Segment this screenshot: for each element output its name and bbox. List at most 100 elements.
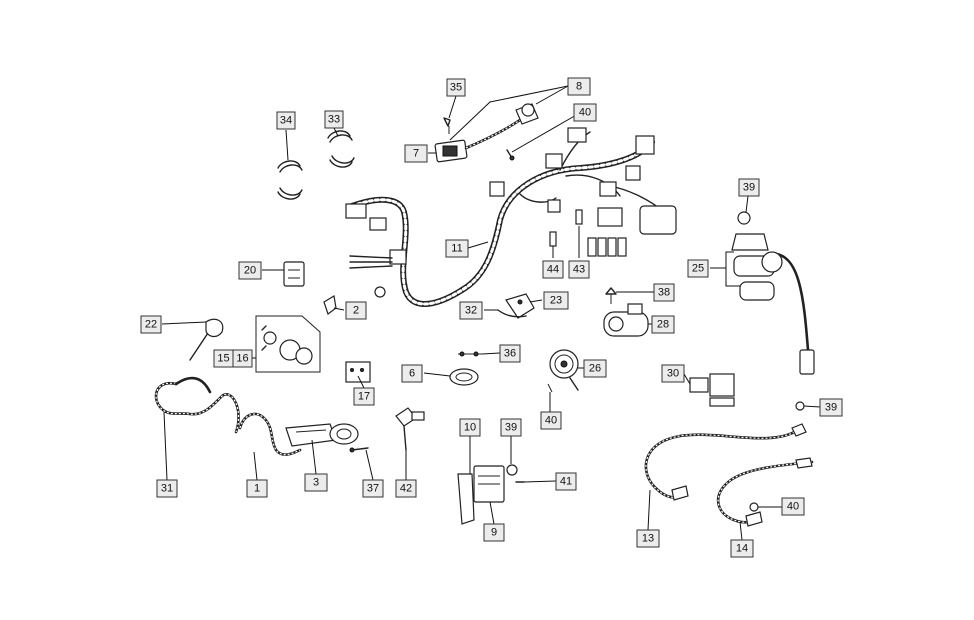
part-screw-37 (349, 447, 369, 453)
callout-38: 38 (653, 283, 675, 302)
callout-28: 28 (651, 315, 675, 334)
part-horn-bracket-6 (449, 351, 482, 386)
svg-text:30: 30 (667, 368, 679, 380)
svg-text:6: 6 (409, 368, 415, 380)
callout-8: 8 (567, 77, 591, 96)
callout-23: 23 (543, 291, 569, 310)
svg-text:39: 39 (743, 182, 755, 194)
callout-17: 17 (353, 387, 375, 406)
svg-text:14: 14 (736, 543, 748, 555)
part-cable-1 (238, 412, 302, 456)
callout-16: 16 (232, 349, 253, 368)
callout-39: 39 (500, 418, 522, 437)
svg-text:33: 33 (328, 114, 340, 126)
leader-lines (161, 85, 821, 541)
svg-text:17: 17 (358, 391, 370, 403)
callout-2: 2 (345, 301, 367, 320)
svg-text:26: 26 (589, 363, 601, 375)
callout-26: 26 (583, 359, 607, 378)
svg-text:16: 16 (236, 353, 248, 365)
svg-text:10: 10 (464, 422, 476, 434)
callout-30: 30 (661, 364, 685, 383)
svg-text:44: 44 (547, 264, 559, 276)
callout-40: 40 (781, 497, 805, 516)
part-main-wiring-harness (345, 127, 677, 307)
svg-text:43: 43 (573, 264, 585, 276)
part-plug-connector (434, 103, 539, 163)
part-switch-42 (395, 407, 425, 451)
callout-14: 14 (730, 539, 754, 558)
svg-text:8: 8 (576, 81, 582, 93)
callout-41: 41 (555, 472, 577, 491)
svg-text:3: 3 (313, 477, 319, 489)
callout-44: 44 (542, 260, 564, 279)
part-bracket-17 (345, 361, 371, 383)
part-fuse-holders (549, 209, 627, 257)
svg-text:36: 36 (504, 348, 516, 360)
callout-43: 43 (568, 260, 590, 279)
svg-text:34: 34 (280, 115, 292, 127)
part-clip-33 (327, 130, 355, 168)
callout-7: 7 (404, 144, 428, 163)
callout-33: 33 (324, 110, 344, 129)
callout-40: 40 (540, 411, 562, 430)
svg-text:42: 42 (400, 483, 412, 495)
callout-40: 40 (573, 103, 597, 122)
part-battery-cable-13 (644, 401, 807, 501)
callout-31: 31 (156, 479, 178, 498)
svg-text:32: 32 (465, 305, 477, 317)
svg-text:9: 9 (491, 527, 497, 539)
callout-22: 22 (140, 315, 162, 334)
svg-text:2: 2 (353, 305, 359, 317)
part-speed-sensor-3 (285, 423, 359, 447)
callout-39: 39 (738, 178, 760, 197)
part-screw-38 (605, 287, 617, 304)
callout-6: 6 (401, 364, 423, 383)
part-battery-cable-14 (716, 457, 814, 527)
svg-text:40: 40 (579, 107, 591, 119)
part-sensor-22 (189, 318, 224, 361)
svg-text:13: 13 (642, 533, 654, 545)
callout-36: 36 (499, 344, 521, 363)
svg-text:39: 39 (825, 402, 837, 414)
svg-text:11: 11 (451, 243, 462, 255)
part-instrument-cluster (255, 315, 321, 373)
callout-42: 42 (395, 479, 417, 498)
part-relay-30 (689, 373, 735, 407)
part-control-unit (457, 464, 525, 525)
callout-11: 11 (445, 239, 469, 258)
svg-text:15: 15 (217, 353, 229, 365)
callout-13: 13 (636, 529, 660, 548)
svg-text:20: 20 (244, 265, 256, 277)
svg-text:41: 41 (560, 476, 572, 488)
callout-32: 32 (459, 301, 483, 320)
part-starter-relay (731, 211, 815, 375)
callout-9: 9 (483, 523, 505, 542)
callout-39: 39 (819, 398, 843, 417)
part-switch-28 (603, 303, 649, 337)
callout-34: 34 (276, 111, 296, 130)
part-bracket-2 (323, 295, 337, 315)
callout-1: 1 (246, 479, 268, 498)
callout-10: 10 (459, 418, 481, 437)
part-regulator-20 (283, 261, 305, 287)
callout-25: 25 (687, 259, 709, 278)
svg-text:25: 25 (692, 263, 704, 275)
svg-text:38: 38 (658, 287, 670, 299)
part-small-screw-top (506, 149, 515, 161)
callout-15: 15 (213, 349, 234, 368)
callout-37: 37 (362, 479, 384, 498)
part-clip-34 (277, 160, 303, 200)
part-cable-31 (154, 376, 240, 434)
svg-text:28: 28 (657, 319, 669, 331)
svg-text:40: 40 (787, 501, 799, 513)
svg-text:37: 37 (367, 483, 379, 495)
svg-text:22: 22 (145, 319, 157, 331)
svg-text:23: 23 (550, 295, 562, 307)
part-horn-26 (547, 349, 579, 393)
callout-3: 3 (304, 473, 328, 492)
svg-text:40: 40 (545, 415, 557, 427)
svg-text:1: 1 (254, 483, 260, 495)
